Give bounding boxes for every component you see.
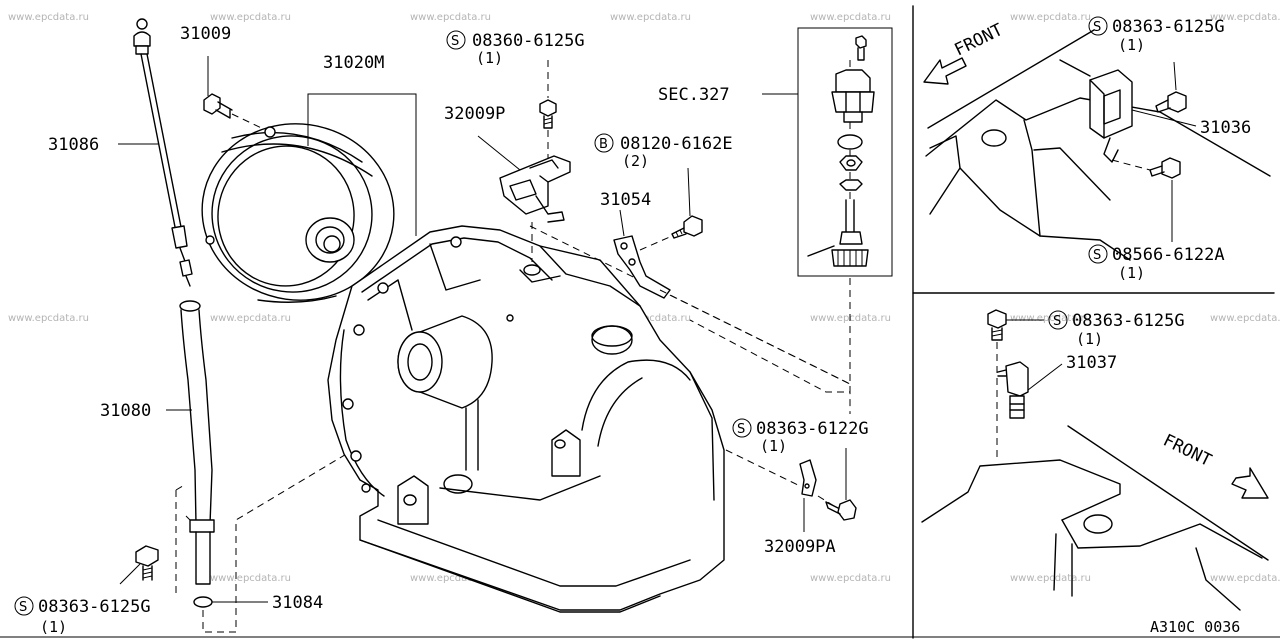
watermark: www.epcdata.ru [1210, 12, 1280, 23]
fastener-prefix: S [19, 600, 27, 615]
watermark: www.epcdata.ru [610, 12, 691, 23]
callout-32009pa: 32009PA [764, 537, 836, 557]
fastener-prefix: S [451, 34, 459, 49]
fastener-callout: S 08363-6125G (1) [14, 596, 151, 636]
watermark: www.epcdata.ru [210, 12, 291, 23]
transmission-case [327, 225, 725, 613]
dash-line [639, 235, 673, 251]
leader-lines [118, 56, 847, 603]
callout-31020m: 31020M [323, 53, 384, 73]
fastener-qty: (1) [1118, 264, 1145, 282]
watermark: www.epcdata.ru [1210, 313, 1280, 324]
torque-converter-31020m [201, 123, 395, 303]
fastener-callout: S 08360-6125G (1) [446, 30, 585, 67]
watermark: www.epcdata.ru [1010, 12, 1091, 23]
fastener-callout: S 08363-6125G (1) [1048, 310, 1185, 348]
callout-31036: 31036 [1200, 118, 1251, 138]
fastener-code: 08566-6122A [1112, 245, 1225, 265]
bracket-31054 [613, 235, 671, 299]
fastener-callout: S 08566-6122A (1) [1088, 244, 1225, 282]
callout-labels: 31009 31020M 31086 31080 31084 32009P 31… [48, 24, 1251, 613]
bolt-08363-6122g [825, 499, 857, 521]
watermark: www.epcdata.ru [8, 12, 89, 23]
watermark: www.epcdata.ru [410, 12, 491, 23]
o-ring-31084 [193, 596, 213, 608]
watermark: www.epcdata.ru [610, 313, 691, 324]
fastener-qty: (1) [1118, 36, 1145, 54]
fastener-code: 08363-6122G [756, 419, 869, 439]
fastener-qty: (1) [1076, 330, 1103, 348]
right-top-panel: FRONT [923, 20, 1271, 261]
callout-31086: 31086 [48, 135, 99, 155]
front-arrow-icon [923, 57, 967, 85]
fastener-code: 08363-6125G [1112, 17, 1225, 37]
fastener-callout: S 08363-6122G (1) [732, 418, 869, 455]
fastener-qty: (1) [476, 49, 503, 67]
bolt-08120 [671, 215, 703, 239]
fastener-qty: (2) [622, 152, 649, 170]
watermark: www.epcdata.ru [210, 573, 291, 584]
watermark: www.epcdata.ru [1010, 313, 1091, 324]
fastener-code: 08120-6162E [620, 134, 733, 154]
dash-line [689, 278, 851, 393]
fastener-code: 08363-6125G [38, 597, 151, 617]
fastener-callouts: S 08360-6125G (1) B 08120-6162E (2) S 08… [14, 16, 1225, 636]
dipstick-31086 [133, 18, 193, 287]
fastener-code: 08360-6125G [472, 31, 585, 51]
right-bottom-panel: FRONT [921, 309, 1269, 611]
watermark: www.epcdata.ru [8, 313, 89, 324]
bolt-lower-left [135, 545, 159, 581]
dash-line [529, 225, 851, 414]
diagram-ref: A310C 0036 [1150, 618, 1240, 636]
module-31036 [1089, 69, 1133, 139]
dipstick-tube-31080 [179, 300, 215, 585]
dash-line [725, 449, 835, 507]
bolt-31009 [203, 93, 233, 119]
watermark: www.epcdata.ru [1210, 573, 1280, 584]
callout-32009p: 32009P [444, 104, 505, 124]
bolt-08360 [539, 99, 557, 129]
fastener-prefix: S [1093, 248, 1101, 263]
watermark: www.epcdata.ru [1010, 573, 1091, 584]
bracket-32009pa [799, 459, 817, 497]
front-arrow-icon [1231, 467, 1269, 499]
dash-line [202, 409, 421, 633]
sensor-31037 [1005, 361, 1029, 397]
fastener-code: 08363-6125G [1072, 311, 1185, 331]
fastener-qty: (1) [760, 437, 787, 455]
fastener-qty: (1) [40, 618, 67, 636]
front-label: FRONT [1160, 431, 1215, 471]
watermark: www.epcdata.ru [210, 313, 291, 324]
bracket-32009p [499, 155, 571, 223]
callout-31054: 31054 [600, 190, 651, 210]
front-label: FRONT [951, 20, 1006, 60]
fastener-prefix: S [1093, 20, 1101, 35]
dash-line [175, 483, 187, 491]
callout-31084: 31084 [272, 593, 323, 613]
watermark: www.epcdata.ru [810, 573, 891, 584]
callout-31009: 31009 [180, 24, 231, 44]
fastener-prefix: S [1053, 314, 1061, 329]
sec327-box [797, 27, 893, 277]
watermark: www.epcdata.ru [810, 12, 891, 23]
watermark: www.epcdata.ru [410, 573, 491, 584]
fastener-prefix: S [737, 422, 745, 437]
fastener-prefix: B [599, 137, 608, 152]
fastener-callout: S 08363-6125G (1) [1088, 16, 1225, 54]
callout-31080: 31080 [100, 401, 151, 421]
leader-31020m [307, 93, 417, 236]
callout-sec327: SEC.327 [658, 85, 730, 105]
fastener-callout: B 08120-6162E (2) [594, 133, 733, 170]
callout-31037: 31037 [1066, 353, 1117, 373]
